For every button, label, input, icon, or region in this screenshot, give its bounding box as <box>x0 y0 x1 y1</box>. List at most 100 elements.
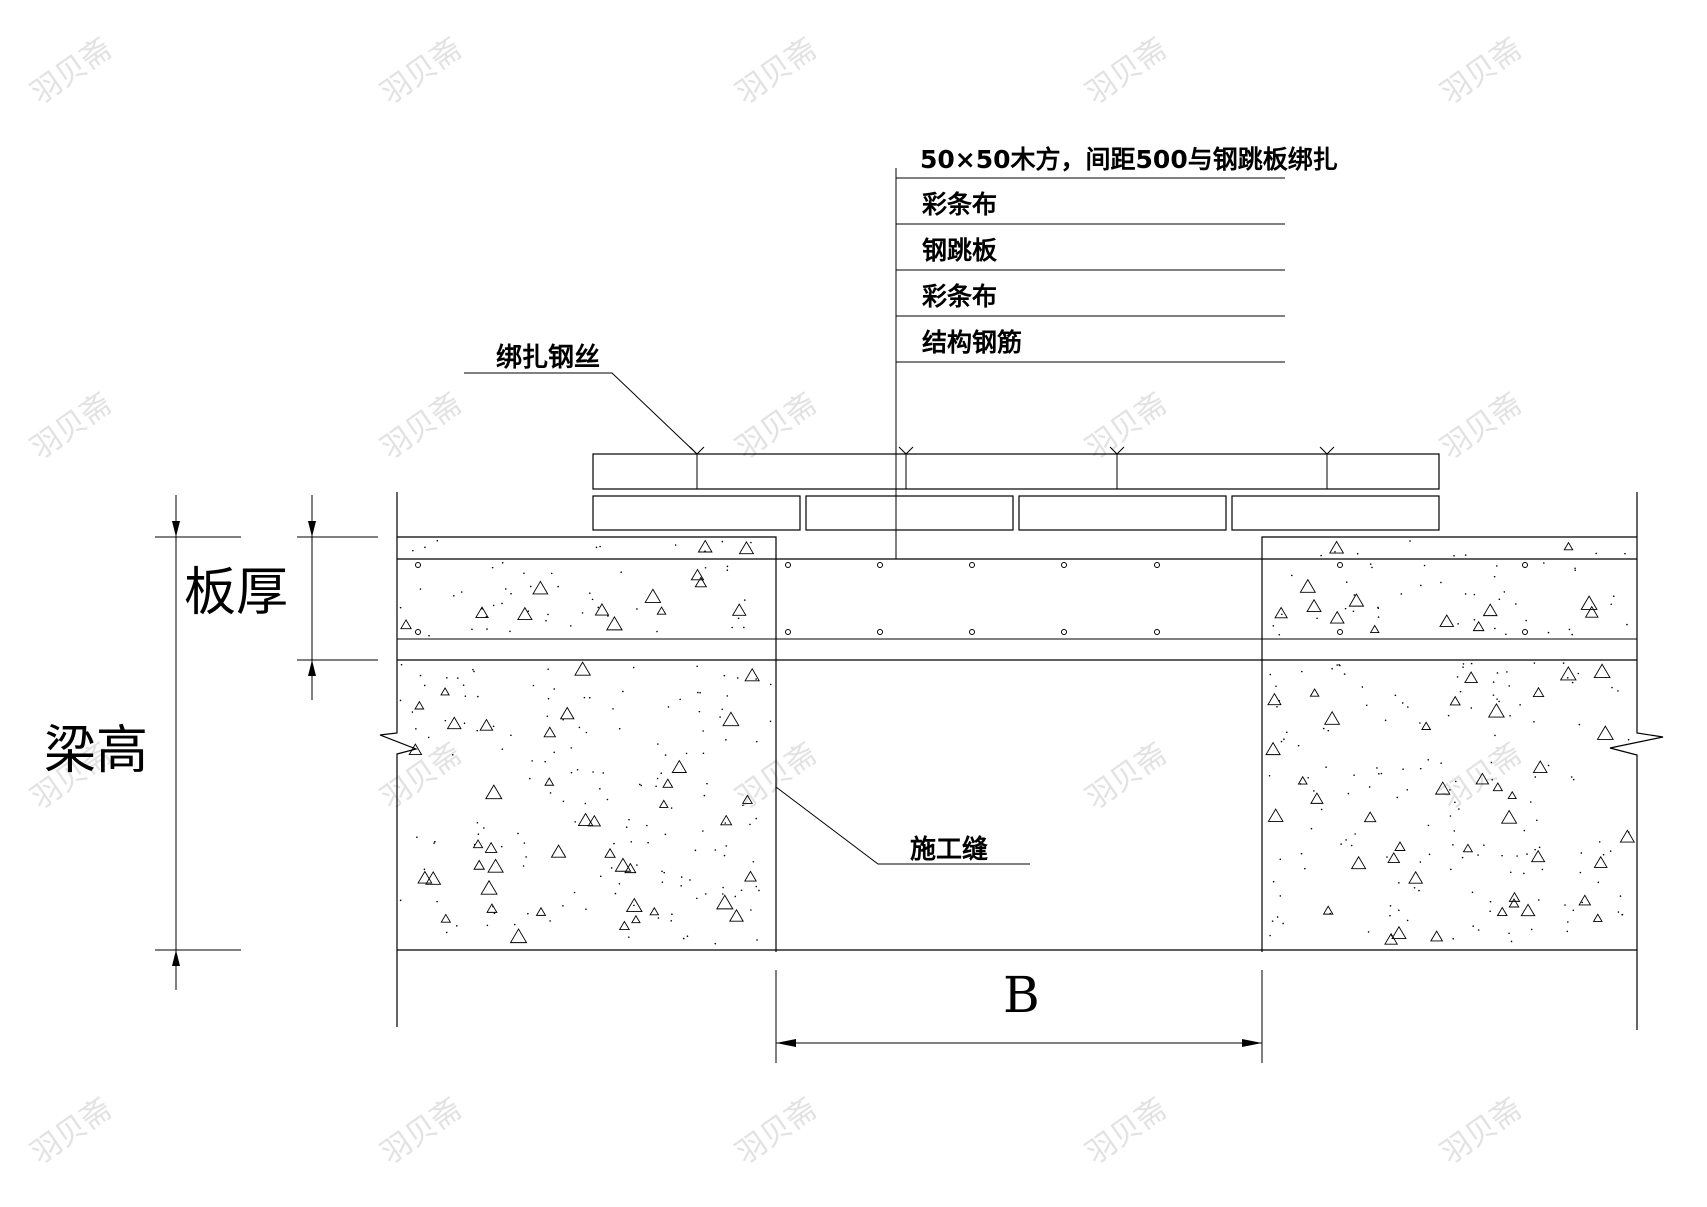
sand-dot <box>632 666 635 669</box>
sand-dot <box>1627 738 1630 741</box>
sand-dot <box>1501 854 1503 857</box>
beam-height-dimension: 梁高 <box>44 495 241 990</box>
sand-dot <box>1279 858 1282 861</box>
sand-dot <box>419 588 422 590</box>
aggregate-mark <box>1492 782 1504 792</box>
sand-dot <box>444 719 447 722</box>
sand-dot <box>721 540 724 543</box>
sand-dot <box>581 612 584 614</box>
sand-dot <box>1331 667 1333 670</box>
aggregate-mark <box>1500 809 1518 824</box>
aggregate-mark <box>544 777 555 786</box>
aggregate-mark <box>1310 792 1324 804</box>
aggregate-mark <box>1593 663 1611 679</box>
sand-dot <box>1571 633 1573 636</box>
sand-dot <box>1525 619 1527 622</box>
sand-dot <box>656 777 659 780</box>
sand-dot <box>1316 617 1318 620</box>
aggregate-mark <box>446 716 462 730</box>
sand-dot <box>1280 613 1283 616</box>
sand-dot <box>1367 931 1370 933</box>
sand-dot <box>592 771 594 773</box>
sand-dot <box>562 800 565 803</box>
sand-dot <box>755 885 758 888</box>
sand-dot <box>1377 607 1380 610</box>
sand-dot <box>723 674 726 677</box>
sand-dot <box>1402 768 1404 770</box>
steel-scaffold-boards <box>592 446 1440 531</box>
aggregate-mark <box>618 920 630 931</box>
sand-dot <box>1271 920 1274 922</box>
right-pour-edge <box>1261 536 1637 952</box>
sand-dot <box>612 708 614 710</box>
sand-dot <box>1396 796 1399 799</box>
sand-dot <box>523 572 525 575</box>
sand-dot <box>1456 676 1459 678</box>
sand-dot <box>689 879 691 881</box>
sand-dot <box>1334 550 1336 553</box>
sand-dot <box>724 822 727 824</box>
aggregate-mark <box>722 711 740 727</box>
aggregate-mark <box>475 606 489 618</box>
aggregate-mark <box>631 914 641 924</box>
sand-dot <box>640 784 643 787</box>
sand-dot <box>660 772 663 775</box>
structure-outline <box>379 492 1664 1030</box>
aggregate-mark <box>1532 760 1548 774</box>
sand-dot <box>1626 623 1628 626</box>
aggregate-mark <box>1592 913 1603 922</box>
sand-dot <box>529 777 531 780</box>
sand-dot <box>722 893 724 895</box>
sand-dot <box>456 677 459 679</box>
sand-dot <box>680 876 683 878</box>
sand-dot <box>1577 672 1580 675</box>
sand-dot <box>522 865 525 867</box>
sand-dot <box>1578 723 1581 726</box>
sand-dot <box>606 798 609 801</box>
sand-dot <box>531 760 533 762</box>
sand-dot <box>436 900 438 903</box>
slab-thickness-dimension: 板厚 <box>184 495 378 700</box>
sand-dot <box>663 871 666 874</box>
aggregate-mark <box>744 870 757 882</box>
sand-dot <box>702 752 705 755</box>
aggregate-mark <box>486 903 498 913</box>
sand-dot <box>460 591 463 593</box>
sand-dot <box>1423 564 1426 567</box>
sand-dot <box>1492 694 1495 696</box>
aggregate-mark <box>694 576 708 588</box>
sand-dot <box>1612 595 1615 598</box>
aggregate-mark <box>671 759 688 773</box>
aggregate-mark <box>697 539 713 553</box>
aggregate-mark <box>1593 855 1608 868</box>
sand-dot <box>491 566 494 569</box>
aggregate-mark <box>532 580 549 595</box>
aggregate-mark <box>484 841 498 853</box>
sand-dot <box>483 827 485 829</box>
sand-dot <box>423 868 426 871</box>
sand-dot <box>1461 856 1464 859</box>
sand-dot <box>722 886 724 889</box>
aggregate-mark <box>574 661 592 676</box>
sand-dot <box>445 677 448 679</box>
aggregate-mark <box>1496 906 1508 917</box>
aggregate-mark <box>1464 671 1479 683</box>
sand-dot <box>486 628 488 630</box>
aggregate-mark <box>425 871 442 885</box>
sand-dot <box>509 630 511 633</box>
sand-dot <box>547 697 550 700</box>
sand-dot <box>1307 776 1309 779</box>
sand-dot <box>570 771 573 774</box>
sand-dot <box>1283 738 1285 741</box>
sand-dot <box>1400 593 1403 595</box>
sand-dot <box>657 743 659 745</box>
sand-dot <box>719 716 721 718</box>
sand-dot <box>694 849 697 852</box>
sand-dot <box>704 893 707 895</box>
sand-dot <box>523 842 526 844</box>
sand-dot <box>1471 891 1474 894</box>
sand-dot <box>657 917 660 919</box>
sand-dot <box>714 849 717 851</box>
construction-joint-label: 施工缝 <box>910 834 988 865</box>
